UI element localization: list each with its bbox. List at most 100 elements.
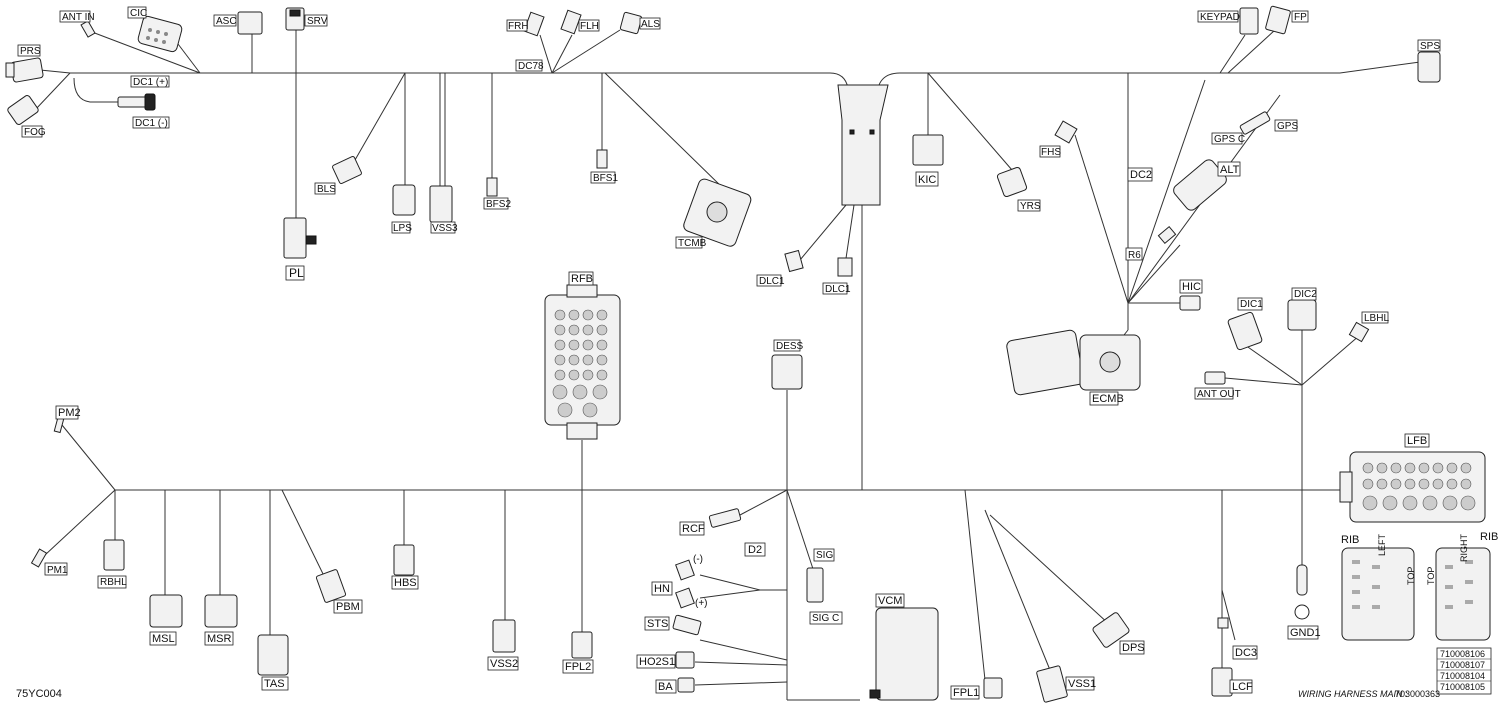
svg-text:PBM: PBM xyxy=(336,601,360,613)
part-number-2: 710008107 xyxy=(1440,660,1485,670)
vss2-connector-icon xyxy=(492,619,516,653)
ant-in-connector-icon xyxy=(80,20,96,38)
svg-text:SIG C: SIG C xyxy=(812,613,839,624)
dlc1-connector-icon-a xyxy=(784,249,804,273)
pl-connector-icon xyxy=(283,217,317,259)
label-r6: R6 xyxy=(1125,247,1143,261)
label-ba: BA xyxy=(655,679,677,694)
pbm-connector-icon xyxy=(315,569,347,603)
label-srv: SRV xyxy=(304,14,328,27)
label-sts: STS xyxy=(644,616,670,631)
vss3-connector-icon xyxy=(429,185,453,223)
label-bfs2: BFS2 xyxy=(483,197,511,210)
svg-text:ALS: ALS xyxy=(641,19,660,30)
svg-text:DLC1: DLC1 xyxy=(759,276,785,287)
svg-text:VSS2: VSS2 xyxy=(490,658,518,670)
label-vss2: VSS2 xyxy=(487,656,519,671)
diagram-code: 75YC004 xyxy=(16,688,62,700)
label-dc2: DC2 xyxy=(1127,167,1153,182)
label-dc1-minus: DC1 (-) xyxy=(132,116,170,129)
tcmb-connector-icon xyxy=(683,178,752,247)
connector-labels: ANT IN CIC ASC SRV FRH FLH ALS DC78 KEYP… xyxy=(17,6,1441,700)
fpl1-connector-icon xyxy=(983,677,1003,699)
prs-connector-icon xyxy=(5,57,44,83)
svg-text:ANT OUT: ANT OUT xyxy=(1197,389,1241,400)
hn-connector-icon xyxy=(675,559,695,609)
svg-text:ALT: ALT xyxy=(1220,164,1240,176)
svg-text:FPL2: FPL2 xyxy=(565,661,591,673)
svg-text:DPS: DPS xyxy=(1122,642,1145,654)
label-dc1-plus: DC1 (+) xyxy=(130,75,170,88)
label-cic: CIC xyxy=(127,6,147,19)
label-tcmb: TCMB xyxy=(675,236,707,249)
bfs1-connector-icon xyxy=(596,149,608,169)
svg-text:FHS: FHS xyxy=(1041,147,1061,158)
label-top-left: TOP xyxy=(1406,567,1416,585)
ho2s1-connector-icon xyxy=(675,651,695,669)
svg-text:DESS: DESS xyxy=(776,341,804,352)
label-fpl2: FPL2 xyxy=(562,659,594,674)
svg-text:VSS1: VSS1 xyxy=(1068,678,1096,690)
label-pl: PL xyxy=(285,265,305,281)
label-fhs: FHS xyxy=(1039,145,1061,158)
label-lbhl: LBHL xyxy=(1361,311,1389,324)
svg-text:PM1: PM1 xyxy=(47,565,68,576)
svg-text:CIC: CIC xyxy=(130,8,147,19)
svg-text:SIG: SIG xyxy=(816,550,833,561)
svg-text:VSS3: VSS3 xyxy=(432,223,458,234)
label-dps: DPS xyxy=(1119,640,1145,655)
harness-label: WIRING HARNESS MAIN : xyxy=(1298,689,1408,699)
svg-text:FRH: FRH xyxy=(508,21,529,32)
label-hic: HIC xyxy=(1179,279,1203,294)
svg-text:HBS: HBS xyxy=(394,577,417,589)
label-hn-plus: (+) xyxy=(695,598,708,609)
label-als: ALS xyxy=(639,17,661,30)
sps-connector-icon xyxy=(1417,51,1441,83)
lps-connector-icon xyxy=(392,184,416,216)
als-connector-icon xyxy=(619,11,643,35)
svg-text:FP: FP xyxy=(1294,12,1307,23)
fhs-connector-icon xyxy=(1054,120,1078,144)
svg-text:ASC: ASC xyxy=(216,16,237,27)
svg-text:HN: HN xyxy=(654,583,670,595)
svg-text:DC1 (+): DC1 (+) xyxy=(133,77,168,88)
svg-text:GPS: GPS xyxy=(1277,121,1298,132)
bls-connector-icon xyxy=(332,156,362,184)
svg-text:FLH: FLH xyxy=(580,21,599,32)
svg-text:GPS C: GPS C xyxy=(1214,134,1245,145)
svg-text:LCF: LCF xyxy=(1232,681,1253,693)
label-dlc1-b: DLC1 xyxy=(822,282,851,295)
svg-text:DC3: DC3 xyxy=(1235,647,1257,659)
svg-text:DC78: DC78 xyxy=(518,61,544,72)
svg-text:DLC1: DLC1 xyxy=(825,284,851,295)
label-ant-in: ANT IN xyxy=(59,10,95,23)
label-lfb: LFB xyxy=(1404,433,1430,448)
label-pm2: PM2 xyxy=(55,405,81,420)
part-number-3: 710008104 xyxy=(1440,671,1485,681)
label-hbs: HBS xyxy=(391,575,419,590)
svg-text:MSR: MSR xyxy=(207,633,232,645)
svg-text:SRV: SRV xyxy=(307,16,328,27)
rib-left-icon xyxy=(1341,547,1415,641)
kic-connector-icon xyxy=(912,134,944,166)
svg-text:RCF: RCF xyxy=(682,523,705,535)
label-dic1: DIC1 xyxy=(1237,297,1263,311)
svg-text:TCMB: TCMB xyxy=(678,238,707,249)
label-d2: D2 xyxy=(744,542,766,557)
dc3-connector-icon xyxy=(1217,617,1229,629)
harness-part-number: 703000363 xyxy=(1395,689,1440,699)
dic2-connector-icon xyxy=(1287,299,1317,331)
label-vss1: VSS1 xyxy=(1065,676,1096,691)
yrs-connector-icon xyxy=(996,166,1028,198)
svg-text:LPS: LPS xyxy=(393,223,412,234)
rfb-fuse-box-icon xyxy=(544,284,621,440)
ba-connector-icon xyxy=(677,677,695,693)
rbhl-connector-icon xyxy=(103,539,125,571)
label-keypad: KEYPAD xyxy=(1197,10,1240,23)
lbhl-connector-icon xyxy=(1348,321,1370,343)
svg-text:FOG: FOG xyxy=(24,127,46,138)
label-asc: ASC xyxy=(213,14,237,27)
msr-connector-icon xyxy=(204,594,238,628)
label-tas: TAS xyxy=(261,676,289,691)
